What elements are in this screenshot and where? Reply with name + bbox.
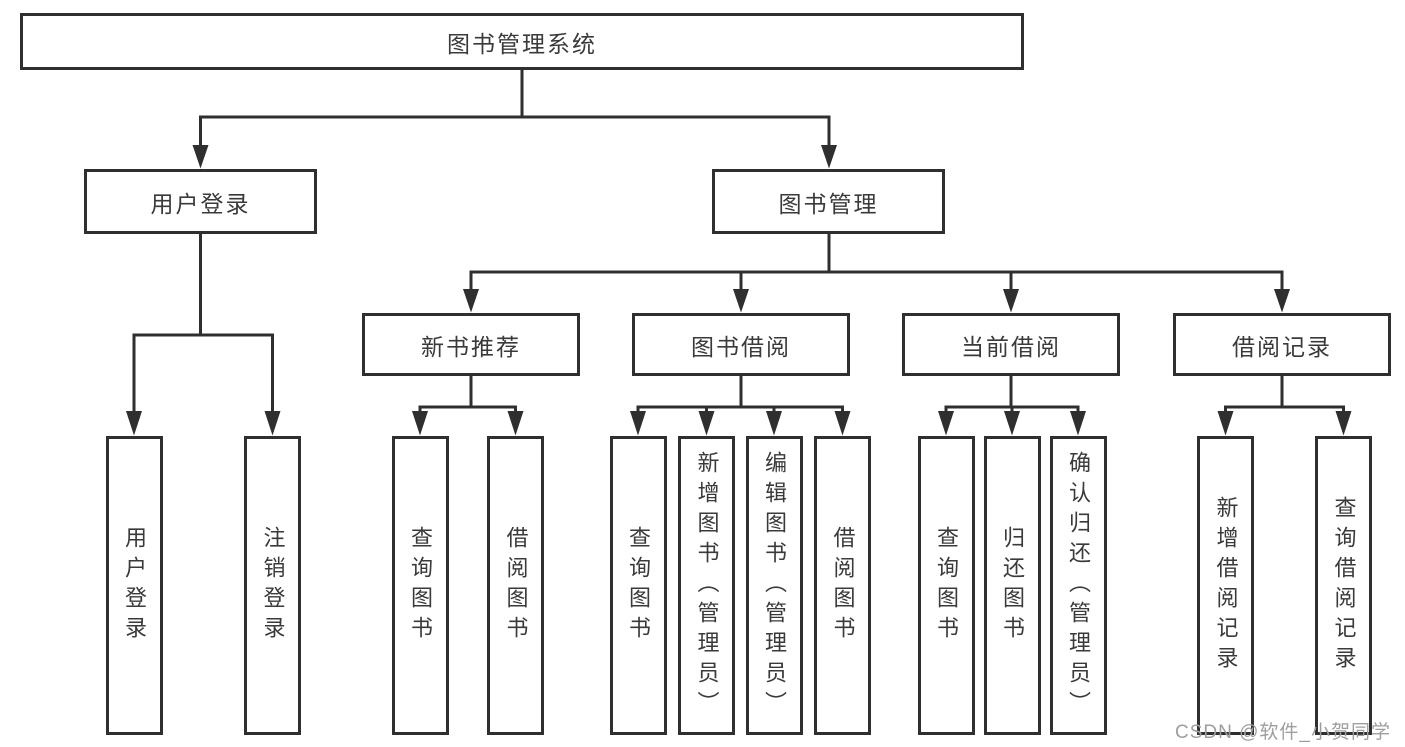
arrowhead	[938, 411, 954, 436]
connector-borrow-to-leaves	[630, 376, 851, 436]
connector-root-to-level1	[192, 70, 837, 169]
node-borrow-records-label: 借阅记录	[1232, 333, 1332, 360]
node-user-login-label: 用户登录	[150, 190, 251, 217]
arrowhead	[264, 411, 281, 436]
csdn-watermark: CSDN @软件_小贺同学	[1175, 722, 1391, 743]
leaf-records-add-record: 新增借阅记录	[1197, 436, 1254, 735]
arrowhead	[1335, 411, 1352, 436]
node-book-borrow-label: 图书借阅	[691, 333, 791, 360]
leaf-current-return-books: 归还图书	[983, 436, 1041, 735]
leaf-records-query-record-label: 查询借阅记录	[1331, 495, 1357, 676]
connector-current-to-leaves	[938, 376, 1086, 436]
leaf-newbooks-query-books-label: 查询图书	[408, 525, 433, 646]
leaf-newbooks-borrow-books: 借阅图书	[487, 436, 544, 735]
node-current-borrow: 当前借阅	[902, 313, 1120, 376]
leaf-current-query-books-label: 查询图书	[934, 525, 959, 646]
leaf-newbooks-borrow-books-label: 借阅图书	[503, 525, 529, 646]
arrowhead	[630, 411, 646, 436]
node-root: 图书管理系统	[20, 13, 1024, 70]
leaf-borrow-borrow-books-label: 借阅图书	[830, 525, 856, 646]
arrowhead	[821, 145, 837, 169]
arrowhead	[1217, 411, 1234, 436]
leaf-user-login: 用户登录	[105, 436, 163, 735]
leaf-logout: 注销登录	[244, 436, 301, 735]
connector-newbooks-to-leaves	[412, 376, 524, 436]
leaf-records-add-record-label: 新增借阅记录	[1213, 495, 1239, 676]
leaf-current-query-books: 查询图书	[917, 436, 975, 735]
connector-records-to-leaves	[1217, 376, 1352, 436]
arrowhead	[412, 411, 428, 436]
leaf-current-confirm-return-admin: 确认归还（管理员）	[1049, 436, 1107, 735]
leaf-borrow-edit-books-admin: 编辑图书（管理员）	[745, 436, 803, 735]
leaf-records-query-record: 查询借阅记录	[1315, 436, 1372, 735]
arrowhead	[834, 411, 851, 436]
arrowhead	[1003, 289, 1019, 313]
connector-books-to-level2	[463, 234, 1290, 313]
node-current-borrow-label: 当前借阅	[961, 333, 1061, 360]
leaf-borrow-edit-books-admin-label: 编辑图书（管理员）	[762, 450, 787, 721]
leaf-borrow-borrow-books: 借阅图书	[814, 436, 871, 735]
arrowhead	[1004, 411, 1020, 436]
connector-login-to-leaves	[126, 234, 281, 436]
arrowhead	[463, 289, 479, 313]
leaf-borrow-query-books-label: 查询图书	[626, 525, 651, 646]
node-new-book-recommend: 新书推荐	[362, 313, 580, 376]
node-book-management: 图书管理	[712, 169, 945, 234]
node-new-book-recommend-label: 新书推荐	[421, 333, 521, 360]
node-root-label: 图书管理系统	[447, 30, 597, 57]
leaf-user-login-label: 用户登录	[122, 525, 147, 646]
arrowhead	[192, 145, 209, 169]
arrowhead	[507, 411, 524, 436]
node-user-login: 用户登录	[84, 169, 317, 234]
node-book-borrow: 图书借阅	[632, 313, 850, 376]
leaf-current-return-books-label: 归还图书	[1000, 525, 1025, 646]
arrowhead	[733, 289, 749, 313]
leaf-borrow-add-books-admin: 新增图书（管理员）	[678, 436, 735, 735]
leaf-borrow-add-books-admin-label: 新增图书（管理员）	[694, 450, 720, 721]
node-borrow-records: 借阅记录	[1173, 313, 1391, 376]
leaf-newbooks-query-books: 查询图书	[391, 436, 449, 735]
leaf-current-confirm-return-admin-label: 确认归还（管理员）	[1066, 450, 1091, 721]
leaf-borrow-query-books: 查询图书	[609, 436, 667, 735]
node-book-management-label: 图书管理	[778, 190, 879, 217]
leaf-logout-label: 注销登录	[260, 525, 286, 646]
arrowhead	[1274, 289, 1290, 313]
arrowhead	[1070, 411, 1086, 436]
arrowhead	[698, 411, 715, 436]
arrowhead	[126, 411, 142, 436]
arrowhead	[766, 411, 782, 436]
